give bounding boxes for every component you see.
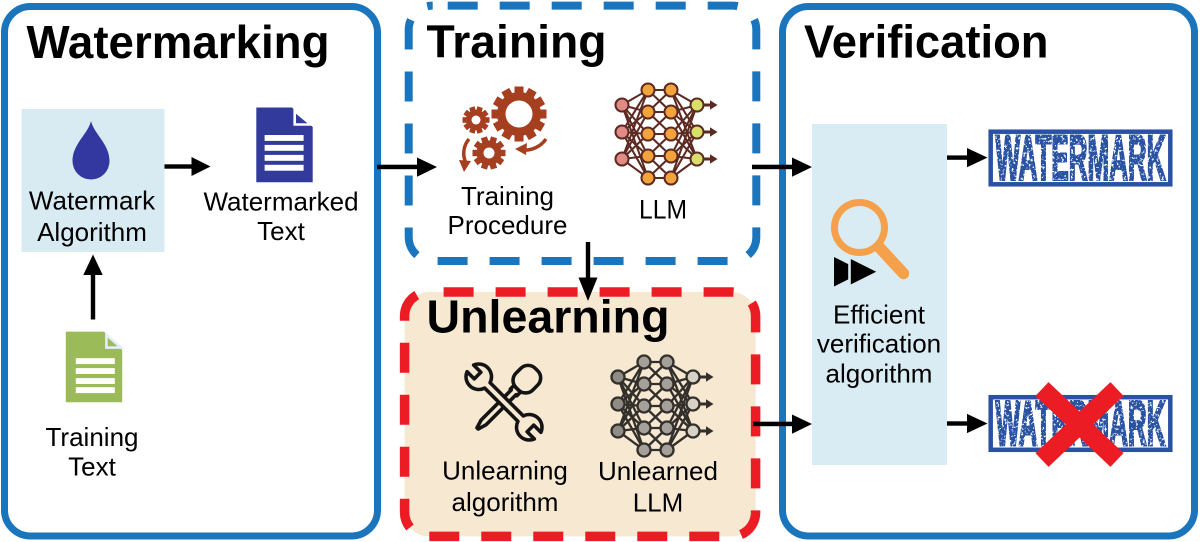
svg-text:Unlearning: Unlearning	[427, 291, 670, 343]
svg-text:Watermark: Watermark	[29, 186, 156, 216]
svg-text:Verification: Verification	[804, 16, 1049, 68]
svg-text:Training: Training	[427, 16, 607, 68]
svg-text:algorithm: algorithm	[826, 359, 933, 389]
svg-text:LLM: LLM	[633, 488, 684, 518]
svg-text:Watermarked: Watermarked	[203, 187, 358, 217]
svg-text:Watermarking: Watermarking	[27, 16, 330, 68]
svg-text:Training: Training	[461, 181, 554, 211]
svg-text:Efficient: Efficient	[833, 300, 926, 330]
svg-text:verification: verification	[817, 329, 941, 359]
svg-text:Text: Text	[257, 216, 305, 246]
svg-text:algorithm: algorithm	[452, 487, 559, 517]
svg-text:Algorithm: Algorithm	[37, 217, 147, 247]
svg-text:LLM: LLM	[639, 195, 687, 225]
svg-text:Training: Training	[46, 422, 139, 452]
svg-text:Unlearning: Unlearning	[442, 456, 568, 486]
svg-text:Procedure: Procedure	[448, 210, 568, 240]
svg-text:WATERMARK: WATERMARK	[996, 124, 1166, 194]
svg-text:Text: Text	[68, 452, 116, 482]
svg-text:Unlearned: Unlearned	[598, 456, 718, 486]
